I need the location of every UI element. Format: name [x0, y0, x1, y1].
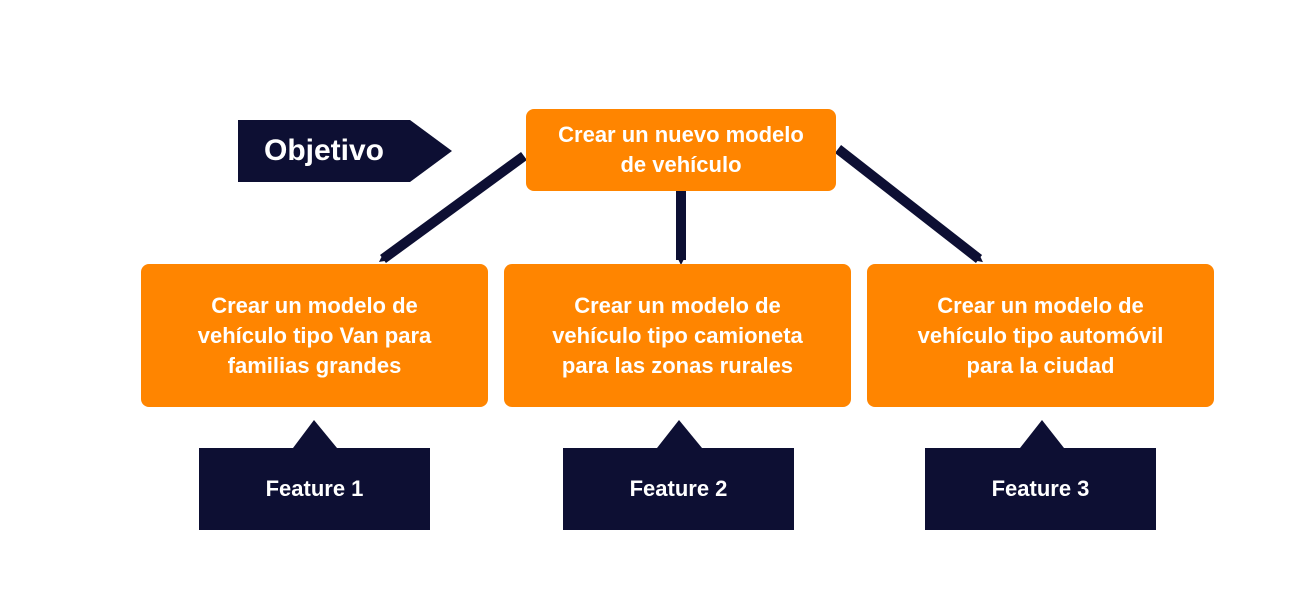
feature-box-2: Feature 2 — [563, 448, 794, 530]
feature-box-3: Feature 3 — [925, 448, 1156, 530]
feature-2-pointer — [657, 420, 702, 448]
subgoal-box-3: Crear un modelo de vehículo tipo automóv… — [867, 264, 1214, 407]
feature-box-1: Feature 1 — [199, 448, 430, 530]
subgoal-box-2: Crear un modelo de vehículo tipo camione… — [504, 264, 851, 407]
objective-label: Objetivo — [263, 134, 384, 167]
goal-box: Crear un nuevo modelo de vehículo — [526, 109, 836, 191]
feature-1-pointer — [293, 420, 337, 448]
feature-3-pointer — [1020, 420, 1064, 448]
arrow-to-subgoal-1 — [378, 151, 527, 264]
objective-pentagon — [238, 120, 452, 182]
arrow-to-subgoal-3 — [834, 145, 983, 263]
subgoal-box-1: Crear un modelo de vehículo tipo Van par… — [141, 264, 488, 407]
